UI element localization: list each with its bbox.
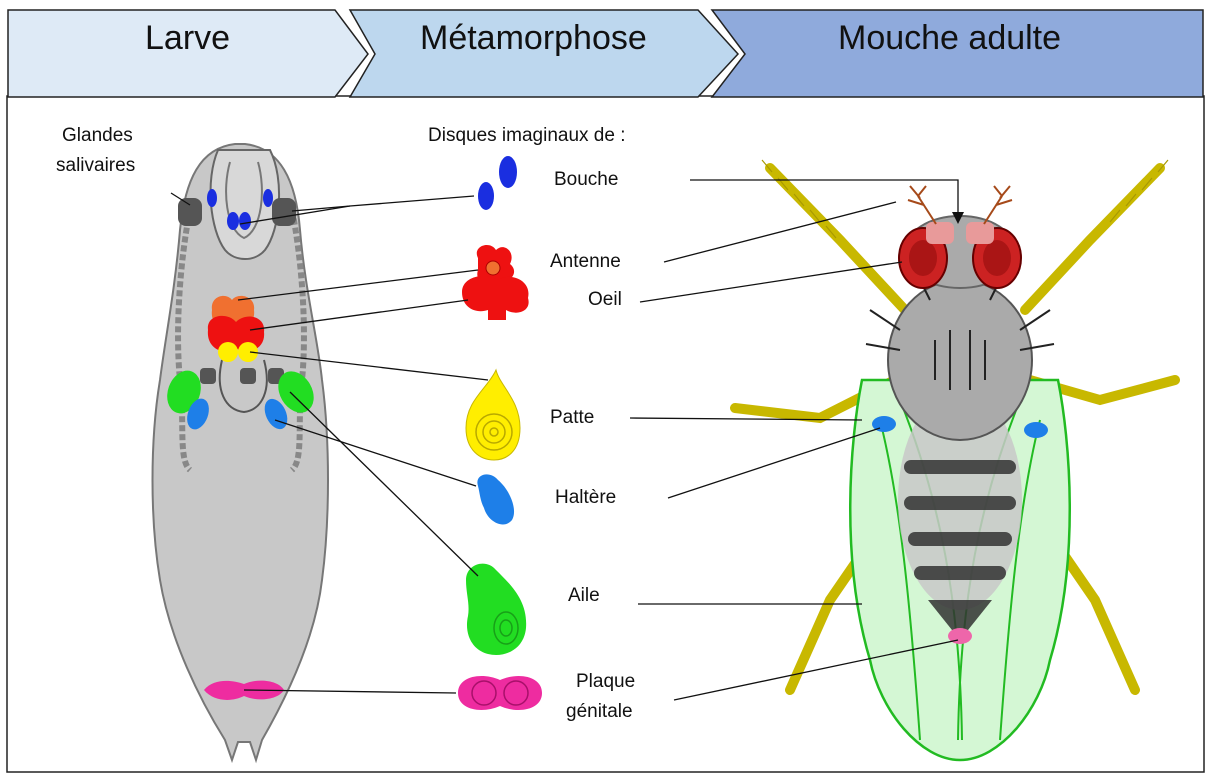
stage-metamorphosis-label: Métamorphose [420,18,647,58]
disc-label-mouth: Bouche [554,168,618,192]
glands-label-line1: Glandes [62,124,133,148]
disc-label-haltere: Haltère [555,486,616,510]
stage-adult-label: Mouche adulte [838,18,1061,58]
disc-label-genital-line1: Plaque [576,670,635,694]
disc-label-wing: Aile [568,584,600,608]
disc-label-genital-line2: génitale [566,700,633,724]
stage-larva-label: Larve [145,18,230,58]
glands-label-line2: salivaires [56,154,135,178]
disc-label-eye: Oeil [588,288,622,312]
disc-label-leg: Patte [550,406,594,430]
genital-disc-icon [458,676,542,710]
discs-heading: Disques imaginaux de : [428,124,626,148]
disc-label-antenna: Antenne [550,250,621,274]
